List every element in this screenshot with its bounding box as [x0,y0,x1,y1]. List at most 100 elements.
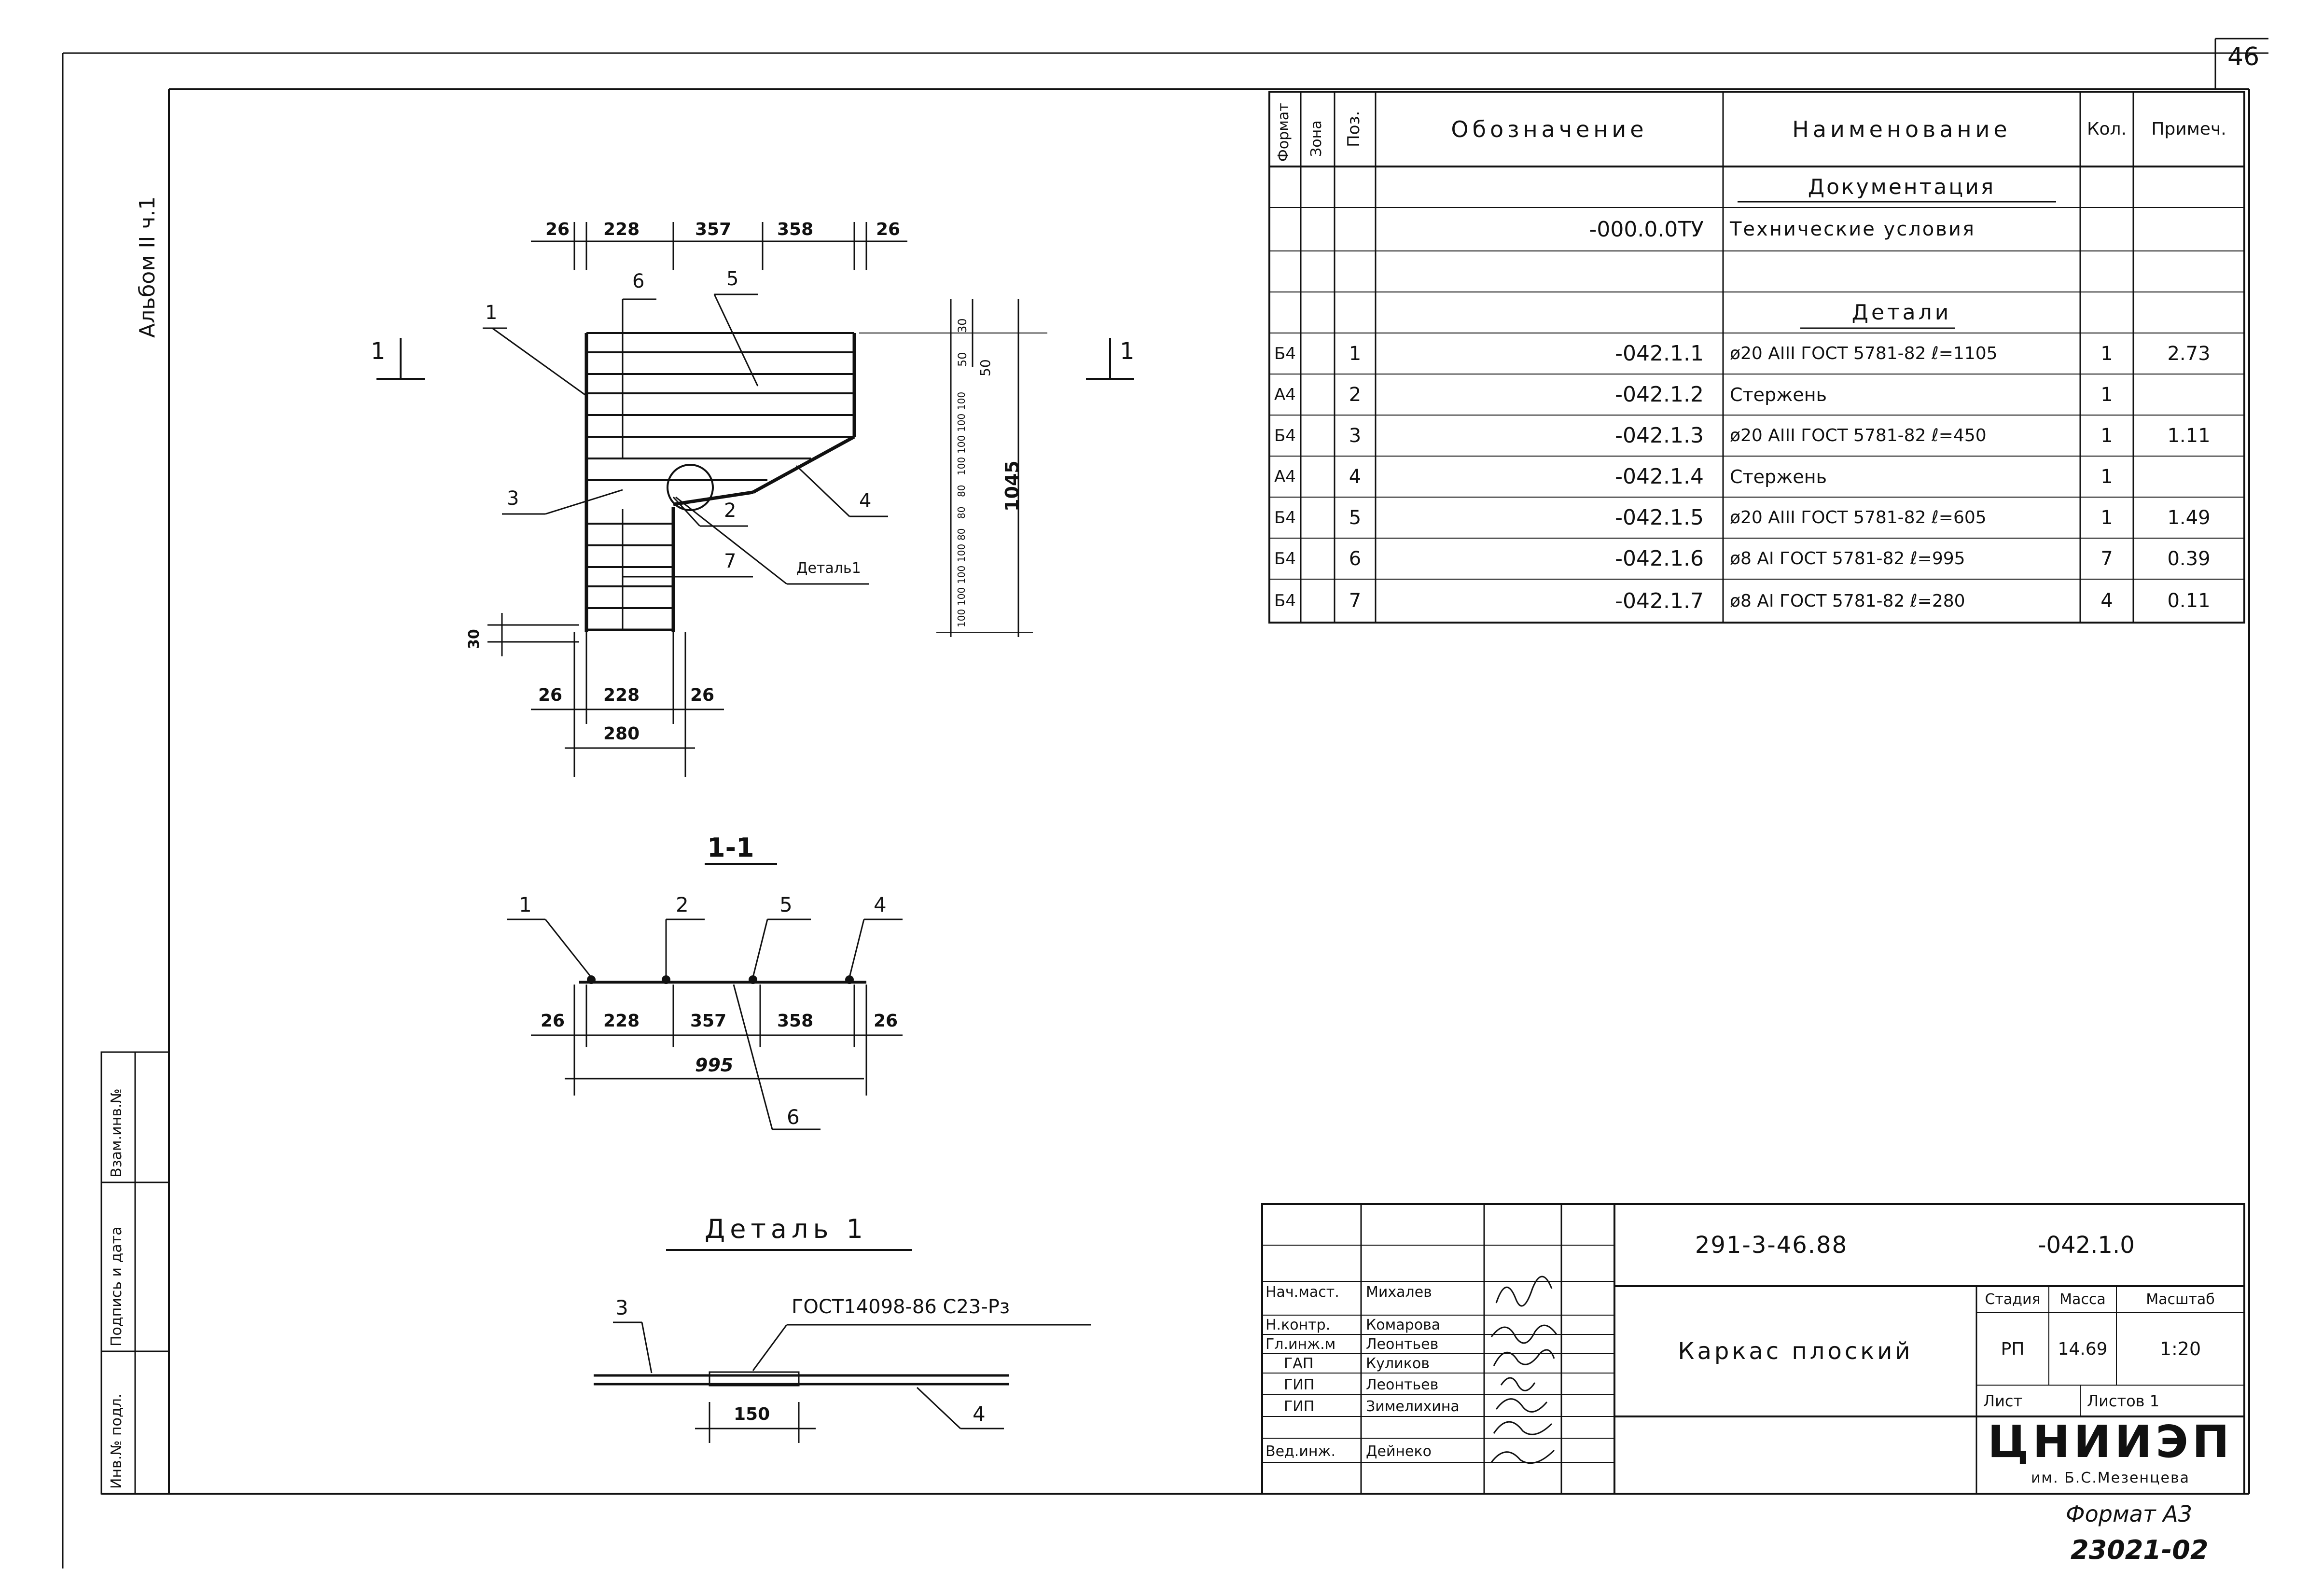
row-format: А4 [1274,385,1296,404]
row-format: Б4 [1274,508,1296,527]
row-pos: 3 [1349,424,1362,447]
dim-vertical: 100 [956,413,967,432]
dim-vertical: 100 [956,587,967,606]
role-label: Гл.инж.м [1266,1336,1336,1353]
header-zone: Зона [1308,120,1325,157]
dim-label: 228 [603,1011,640,1031]
dim-label: 358 [777,220,814,239]
person-name: Куликов [1366,1355,1430,1372]
org-name: ЦНИИЭП [1988,1416,2233,1467]
role-label: Н.контр. [1266,1317,1331,1333]
dim-label: 26 [690,685,715,705]
dim-label: 26 [545,220,570,239]
weld-note: ГОСТ14098-86 С23-Рз [792,1296,1010,1318]
callout-number: 7 [724,550,737,572]
header-qty: Кол. [2086,119,2127,139]
org-sub: им. Б.С.Мезенцева [2031,1470,2190,1486]
row-designation: -042.1.4 [1615,464,1704,489]
dim-label: 26 [876,220,901,239]
detail-circle [667,464,714,511]
dim-vertical: 100 [956,609,967,627]
dim-vertical: 100 [956,457,967,475]
row-qty: 4 [2100,590,2113,612]
stage-label: Стадия [1985,1291,2041,1308]
row-pos: 7 [1349,590,1362,612]
dim-total: 280 [603,724,640,744]
role-label: ГИП [1284,1398,1315,1415]
dim-total: 995 [695,1055,734,1076]
album-label: Альбом II ч.1 [135,196,160,338]
archive-number: 23021-02 [2071,1535,2209,1565]
page-number: 46 [2227,42,2260,71]
person-name: Леонтьев [1366,1336,1439,1353]
dim-label: 228 [603,685,640,705]
row-qty: 1 [2100,424,2113,447]
row-qty: 1 [2100,383,2113,406]
dim-vertical: 80 [956,528,967,541]
dim-vertical: 50 [977,359,993,376]
dim-label: 358 [777,1011,814,1031]
scale-value: 1:20 [2159,1338,2201,1360]
margin-replace-label: Взам.инв.№ [108,1088,125,1178]
role-label: Вед.инж. [1266,1443,1335,1460]
row-name: ø20 AIII ГОСТ 5781-82 ℓ=1105 [1730,344,1998,363]
row-format: А4 [1274,467,1296,486]
dim-label: 26 [874,1011,898,1031]
dim-vertical: 30 [466,629,483,649]
header-pos: Поз. [1344,111,1363,147]
header-designation: Обозначение [1451,116,1648,142]
dim-label: 150 [734,1404,770,1424]
row-format: Б4 [1274,426,1296,445]
bar-slant [752,435,855,494]
section-docs: Документация [1808,175,1996,199]
header-format: Формат [1275,103,1292,162]
row-name: Стержень [1730,384,1827,405]
bar-joint [673,490,753,506]
dim-vertical: 50 [956,352,969,367]
scale-label: Масштаб [2146,1291,2215,1308]
row-designation: -042.1.1 [1615,341,1704,366]
section-details: Детали [1851,300,1952,325]
callout-number: 2 [676,893,689,916]
row-format: Б4 [1274,344,1296,363]
row-note: 0.39 [2167,547,2211,570]
row-note [2133,456,2244,497]
cut-mark-left: 1 [371,338,386,365]
row-pos: 2 [1349,383,1362,406]
person-name: Зимелихина [1366,1398,1460,1415]
cut-mark-right: 1 [1120,338,1135,365]
role-label: Нач.маст. [1266,1284,1339,1301]
doc-code: 291-3-46.88 [1695,1232,1848,1259]
callout-number: 3 [507,487,519,510]
callout-number: 2 [724,500,737,522]
sheet-label: Лист [1983,1391,2023,1410]
row-format: Б4 [1274,591,1296,611]
callout-number: 3 [615,1296,628,1319]
row-note: 1.11 [2167,424,2211,447]
row-note: 1.49 [2167,506,2211,529]
assembly-designation: -042.1.0 [2038,1232,2135,1259]
row-designation: -042.1.3 [1615,423,1704,448]
row-pos: 4 [1349,465,1362,488]
header-note: Примеч. [2151,119,2226,139]
callout-number: 1 [485,302,498,324]
row-designation: -042.1.6 [1615,546,1704,571]
role-label: ГИП [1284,1376,1315,1393]
row-designation: -042.1.5 [1615,505,1704,530]
margin-inv-label: Инв.№ подл. [108,1393,125,1489]
row-note [2133,374,2244,415]
callout-number: 1 [519,893,532,916]
row-name: ø8 AI ГОСТ 5781-82 ℓ=995 [1730,549,1965,569]
detail-title: Деталь 1 [705,1214,868,1244]
row-name: ø20 AIII ГОСТ 5781-82 ℓ=605 [1730,508,1987,527]
person-name: Леонтьев [1366,1376,1439,1393]
callout-number: 5 [726,268,739,290]
person-name: Комарова [1366,1317,1441,1333]
row-qty: 7 [2100,547,2113,570]
dim-label: 26 [538,685,563,705]
header-name: Наименование [1792,116,2011,142]
dim-vertical: 80 [956,506,967,519]
row-name: ø8 AI ГОСТ 5781-82 ℓ=280 [1730,591,1965,611]
title-block-grid [1261,1203,2245,1495]
